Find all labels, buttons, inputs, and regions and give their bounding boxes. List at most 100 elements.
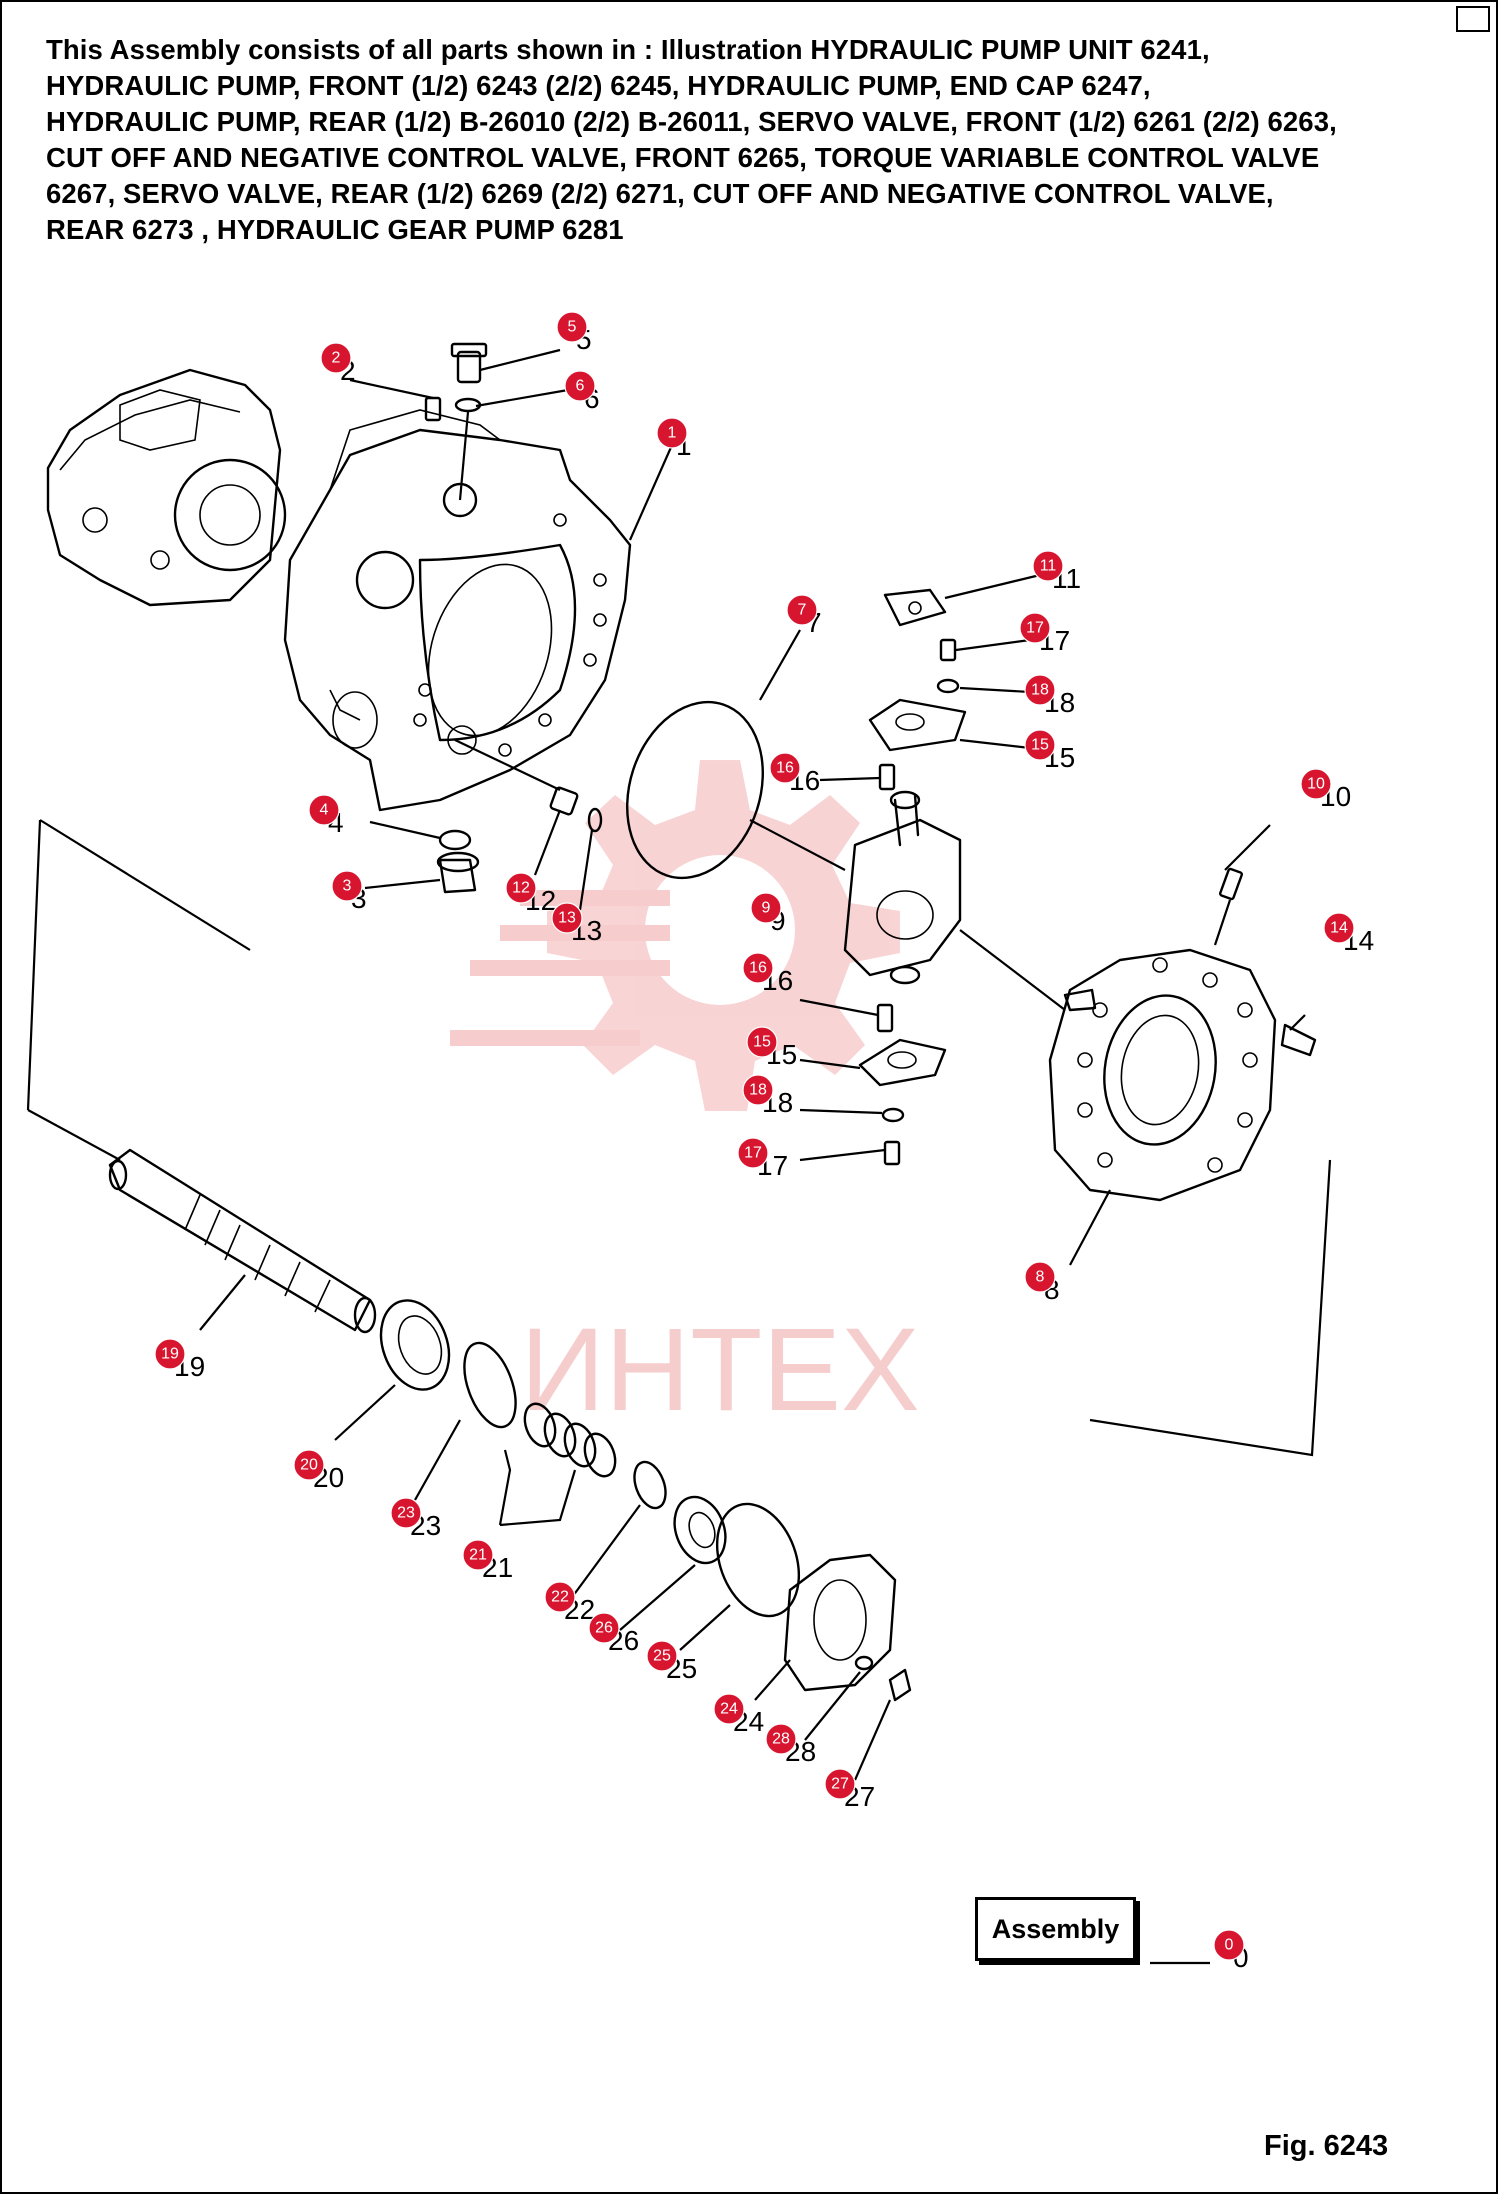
header-line: 6267, SERVO VALVE, REAR (1/2) 6269 (2/2)…: [46, 178, 1274, 209]
header-line: REAR 6273 , HYDRAULIC GEAR PUMP 6281: [46, 214, 624, 245]
callout-6: 66: [564, 370, 600, 414]
callout-label: 0: [1225, 1937, 1234, 1954]
figure-number: Fig. 6243: [1264, 2130, 1389, 2162]
callout-label: 1: [668, 425, 677, 442]
bearing-and-seal-parts: [379, 1299, 912, 1702]
header-line: HYDRAULIC PUMP, FRONT (1/2) 6243 (2/2) 6…: [46, 70, 1151, 101]
callout-label: 9: [762, 900, 771, 917]
callout-badge: [713, 1693, 745, 1725]
callout-label: 17: [744, 1145, 762, 1162]
callout-label: 24: [720, 1701, 738, 1718]
callout-badge: [1024, 729, 1056, 761]
assembly-label: Assembly: [975, 1897, 1136, 1961]
callout-4: 44: [308, 794, 344, 838]
callout-label: 3: [343, 878, 352, 895]
pump-casing: [283, 409, 632, 812]
callout-label: 18: [1031, 682, 1049, 699]
callout-9: 99: [750, 892, 786, 936]
callout-label: 27: [831, 1776, 849, 1793]
watermark-stripes: [450, 890, 670, 1046]
callout-label: 22: [551, 1589, 569, 1606]
leader-lines: [199, 348, 1306, 1965]
watermark-text: ИНТЕХ: [520, 1304, 920, 1436]
callout-badge: [765, 1723, 797, 1755]
callout-3: 33: [331, 870, 367, 914]
callout-label: 20: [300, 1457, 318, 1474]
header-description: This Assembly consists of all parts show…: [46, 32, 1466, 248]
callout-label: 28: [772, 1731, 790, 1748]
callout-badge: [462, 1539, 494, 1571]
callout-badge: [1024, 674, 1056, 706]
callout-badge: [390, 1497, 422, 1529]
drive-shaft: [108, 1148, 377, 1334]
callout-label: 19: [161, 1346, 179, 1363]
callout-label: 21: [469, 1547, 487, 1564]
callout-badge: [646, 1640, 678, 1672]
callout-badge: [1024, 1261, 1056, 1293]
callout-badge: [551, 902, 583, 934]
callout-label: 12: [512, 880, 530, 897]
callout-0: 00: [1213, 1929, 1249, 1973]
callout-label: 7: [798, 602, 807, 619]
callout-badge: [556, 311, 588, 343]
callout-label: 11: [1040, 558, 1057, 575]
assembly-label-text: Assembly: [991, 1913, 1120, 1944]
callout-badge: [1300, 768, 1332, 800]
callout-5: 55: [556, 311, 592, 355]
callout-1: 11: [656, 417, 692, 461]
callout-badge: [1213, 1929, 1245, 1961]
callout-badge: [154, 1338, 186, 1370]
callout-label: 6: [576, 378, 585, 395]
callout-badge: [544, 1581, 576, 1613]
header-line: HYDRAULIC PUMP, REAR (1/2) B-26010 (2/2)…: [46, 106, 1337, 137]
callout-label: 25: [653, 1648, 671, 1665]
header-line: CUT OFF AND NEGATIVE CONTROL VALVE, FRON…: [46, 142, 1320, 173]
callout-badge: [588, 1612, 620, 1644]
callout-8: 88: [1024, 1261, 1060, 1305]
callout-badge: [293, 1449, 325, 1481]
corner-box: [1456, 6, 1490, 32]
callout-2: 22: [320, 342, 356, 386]
callout-badge: [1323, 912, 1355, 944]
callout-badge: [564, 370, 596, 402]
callout-badge: [1032, 550, 1064, 582]
callout-label: 10: [1307, 776, 1325, 793]
callout-badge: [308, 794, 340, 826]
callout-label: 23: [397, 1505, 415, 1522]
callout-badge: [786, 594, 818, 626]
callout-badge: [737, 1137, 769, 1169]
callout-badge: [742, 1074, 774, 1106]
callout-badge: [320, 342, 352, 374]
callout-label: 14: [1330, 920, 1348, 937]
callout-badge: [742, 952, 774, 984]
callout-label: 16: [749, 960, 767, 977]
callout-label: 5: [568, 319, 577, 336]
callout-label: 17: [1026, 620, 1044, 637]
assembly-frame-lines: [26, 819, 1332, 1457]
callout-badge: [750, 892, 782, 924]
small-parts-upper: [424, 342, 603, 894]
callout-badge: [824, 1768, 856, 1800]
callout-label: 18: [749, 1082, 767, 1099]
